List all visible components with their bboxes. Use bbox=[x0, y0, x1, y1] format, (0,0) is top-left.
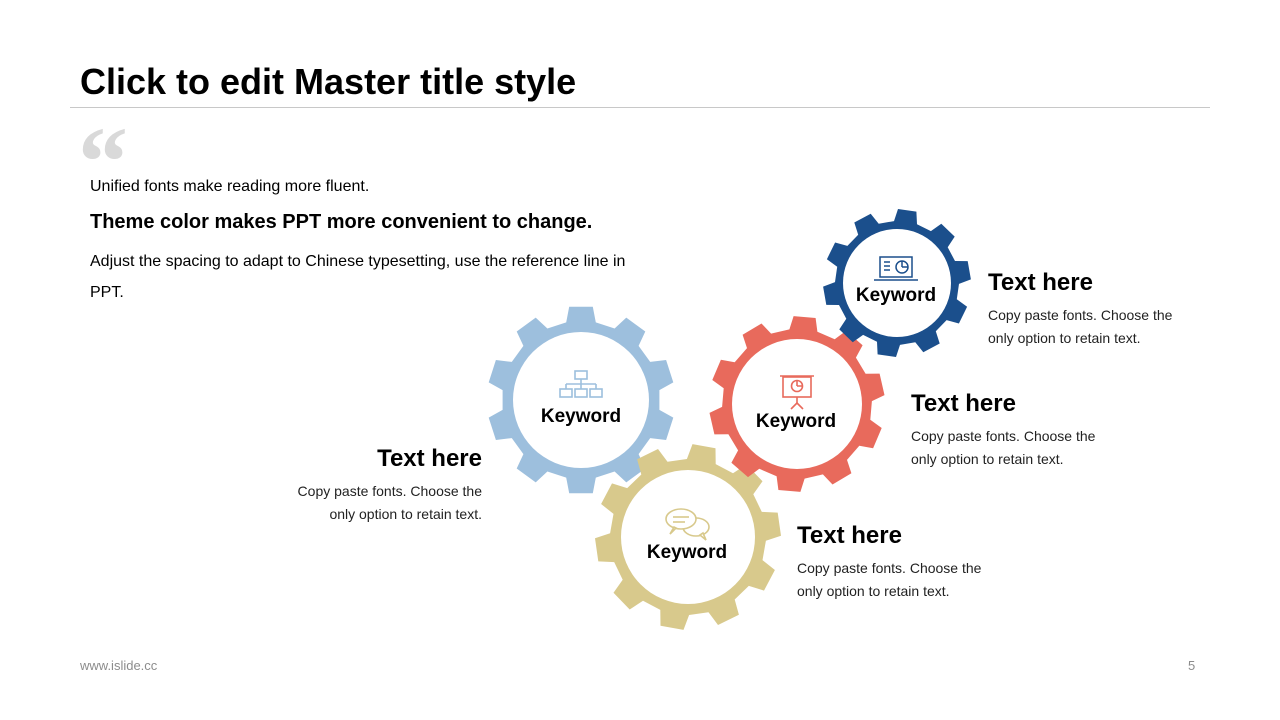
dashboard-monitor-icon bbox=[874, 256, 918, 281]
text-block-top-heading: Text here bbox=[988, 269, 1093, 296]
text-block-middle-heading: Text here bbox=[911, 390, 1016, 417]
text-block-left-body: Copy paste fonts. Choose the only option… bbox=[297, 483, 482, 522]
text-block-left-heading: Text here bbox=[377, 445, 482, 472]
title-divider bbox=[70, 107, 1210, 108]
text-block-left: Text here Copy paste fonts. Choose the o… bbox=[278, 444, 482, 526]
intro-line-3: Adjust the spacing to adapt to Chinese t… bbox=[90, 253, 626, 301]
gear-blue-light-keyword: Keyword bbox=[541, 406, 621, 427]
page-number: 5 bbox=[1188, 658, 1196, 673]
gear-gold-center bbox=[621, 470, 755, 604]
intro-line-2: Theme color makes PPT more convenient to… bbox=[90, 211, 593, 233]
gear-navy-keyword: Keyword bbox=[856, 285, 936, 306]
text-block-bottom-heading: Text here bbox=[797, 522, 902, 549]
chat-bubbles-icon bbox=[665, 508, 710, 541]
gear-blue-light: Keyword bbox=[488, 306, 674, 494]
left-double-quote-icon: “ bbox=[78, 112, 128, 172]
text-block-middle-body: Copy paste fonts. Choose the only option… bbox=[911, 428, 1096, 467]
org-chart-icon bbox=[559, 370, 603, 398]
gear-navy-center bbox=[843, 229, 951, 337]
gear-red: Keyword bbox=[709, 316, 885, 492]
text-block-bottom: Text here Copy paste fonts. Choose the o… bbox=[797, 521, 1007, 603]
slide-title: Click to edit Master title style bbox=[80, 61, 577, 102]
text-block-top-body: Copy paste fonts. Choose the only option… bbox=[988, 307, 1173, 346]
gear-gold: Keyword bbox=[595, 444, 781, 630]
gear-red-keyword: Keyword bbox=[756, 411, 836, 432]
intro-line-1: Unified fonts make reading more fluent. bbox=[90, 178, 370, 195]
text-block-bottom-body: Copy paste fonts. Choose the only option… bbox=[797, 560, 982, 599]
text-block-middle: Text here Copy paste fonts. Choose the o… bbox=[911, 389, 1121, 471]
presentation-board-icon bbox=[780, 375, 814, 410]
gear-gold-keyword: Keyword bbox=[647, 542, 727, 563]
footer-url: www.islide.cc bbox=[80, 658, 158, 673]
gear-navy: Keyword bbox=[823, 209, 971, 357]
text-block-top: Text here Copy paste fonts. Choose the o… bbox=[988, 268, 1198, 350]
gear-blue-light-center bbox=[513, 332, 649, 468]
